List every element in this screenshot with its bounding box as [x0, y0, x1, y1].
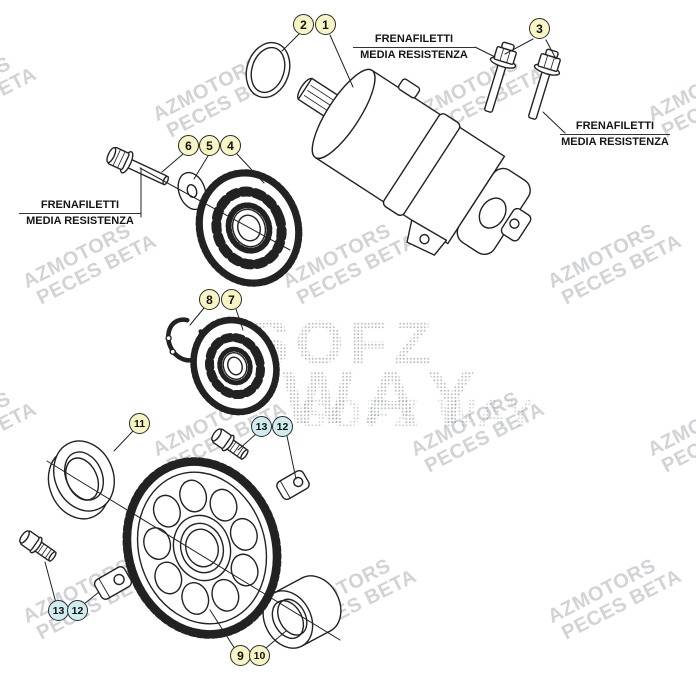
driven-gear-part: [190, 316, 280, 416]
idler-bolt-part: [106, 146, 170, 186]
callout-4[interactable]: 4: [220, 135, 241, 156]
callout-2[interactable]: 2: [293, 14, 314, 35]
callout-13-lower[interactable]: 13: [48, 600, 69, 621]
threadlock-label-left: FRENAFILETTI MEDIA RESISTENZA: [19, 199, 141, 228]
label-line1: FRENAFILETTI: [560, 120, 670, 135]
o-ring-part: [245, 41, 291, 99]
callout-1[interactable]: 1: [315, 14, 336, 35]
small-bolt-part: [211, 428, 249, 460]
callout-7[interactable]: 7: [221, 289, 242, 310]
label-line2: MEDIA RESISTENZA: [561, 136, 669, 148]
threadlock-label-top: FRENAFILETTI MEDIA RESISTENZA: [353, 33, 475, 62]
callout-10[interactable]: 10: [249, 645, 270, 666]
threadlock-label-right: FRENAFILETTI MEDIA RESISTENZA: [560, 120, 670, 149]
callout-6[interactable]: 6: [178, 135, 199, 156]
label-line2: MEDIA RESISTENZA: [360, 49, 468, 61]
callout-9[interactable]: 9: [230, 645, 251, 666]
flange-bolt-part: [484, 41, 517, 113]
callout-12-upper[interactable]: 12: [272, 416, 293, 437]
flange-bolt-part: [528, 48, 561, 120]
callout-12-lower[interactable]: 12: [67, 600, 88, 621]
label-line1: FRENAFILETTI: [19, 199, 141, 214]
callout-5[interactable]: 5: [199, 135, 220, 156]
starter-motor-part: [296, 68, 532, 256]
retainer-tab-part: [276, 469, 310, 501]
callout-3[interactable]: 3: [529, 18, 550, 39]
small-bolt-part: [19, 530, 57, 562]
leader-lines: [44, 33, 566, 650]
callout-13-upper[interactable]: 13: [251, 416, 272, 437]
retainer-tab-part: [93, 566, 133, 600]
label-line2: MEDIA RESISTENZA: [26, 215, 134, 227]
label-line1: FRENAFILETTI: [353, 33, 475, 48]
callout-8[interactable]: 8: [199, 289, 220, 310]
race-ring-part: [47, 440, 115, 520]
callout-11[interactable]: 11: [129, 413, 150, 434]
